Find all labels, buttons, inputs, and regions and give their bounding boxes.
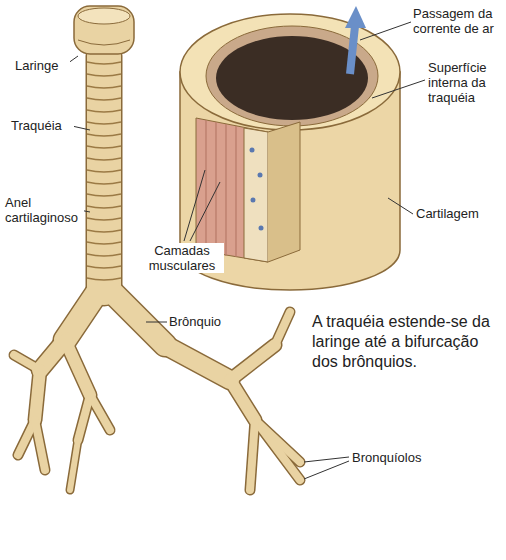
cartilage-ring (87, 74, 121, 76)
larynx (74, 6, 134, 54)
tube-fill (35, 420, 45, 470)
tube-outline (275, 312, 290, 345)
tube-outline (65, 288, 100, 340)
tube-outline (70, 440, 78, 490)
tube-outline (255, 420, 300, 480)
part-label: Anel cartilaginoso (4, 195, 84, 225)
tube-fill (65, 288, 100, 340)
tube-fill (78, 395, 90, 440)
cartilage-ring (87, 122, 121, 124)
tube-fill (65, 340, 90, 395)
cartilage-ring (87, 158, 121, 160)
cartilage-ring (87, 194, 121, 196)
cartilage-ring (87, 62, 121, 64)
tube-outline (230, 380, 255, 420)
cartilage-ring (87, 278, 121, 280)
cartilage-ring (87, 86, 121, 88)
tube-fill (70, 440, 78, 490)
part-label: Passagem da corrente de ar (412, 6, 502, 36)
cartilage-ring (87, 134, 121, 136)
cartilage-ring (87, 266, 121, 268)
figure-caption: A traquéia estende-se da laringe até a b… (312, 312, 502, 372)
tube-outline (65, 340, 90, 395)
cartilage-ring (87, 182, 121, 184)
tube-fill (230, 345, 275, 380)
part-label: Laringe (14, 58, 70, 73)
tube-outline (230, 345, 275, 380)
cartilage-ring (87, 146, 121, 148)
cartilage-rings (87, 62, 121, 280)
tube-fill (87, 56, 121, 288)
tube-outline (108, 288, 165, 345)
tube-outline (250, 420, 255, 490)
tube-fill (90, 395, 110, 430)
tube-fill (275, 312, 290, 345)
tube-outline (86, 56, 123, 288)
cartilage-ring (87, 218, 121, 220)
cartilage-ring (87, 110, 121, 112)
cartilage-ring (87, 230, 121, 232)
tube-outline (165, 345, 230, 380)
part-label: Traquéia (10, 118, 74, 133)
part-label: Bronquíolos (351, 450, 441, 465)
tube-outline (35, 370, 40, 420)
part-label: Superfície interna da traquéia (427, 60, 503, 105)
part-label: Brônquio (168, 314, 230, 329)
cartilage-ring (87, 98, 121, 100)
tube-outline (78, 395, 90, 440)
tube-fill (250, 420, 255, 490)
part-label: Cartilagem (415, 206, 499, 221)
tube-fill (230, 380, 255, 420)
cartilage-ring (87, 242, 121, 244)
tube-outline (90, 395, 110, 430)
cartilage-ring (87, 170, 121, 172)
cartilage-ring (87, 206, 121, 208)
tube-outline (35, 420, 45, 470)
tube-fill (165, 345, 230, 380)
tube-fill (35, 370, 40, 420)
part-label: Camadas musculares (140, 243, 224, 273)
tube-fill (108, 288, 165, 345)
tube-fill (255, 420, 300, 480)
leader-lines (42, 22, 425, 479)
cartilage-ring (87, 254, 121, 256)
